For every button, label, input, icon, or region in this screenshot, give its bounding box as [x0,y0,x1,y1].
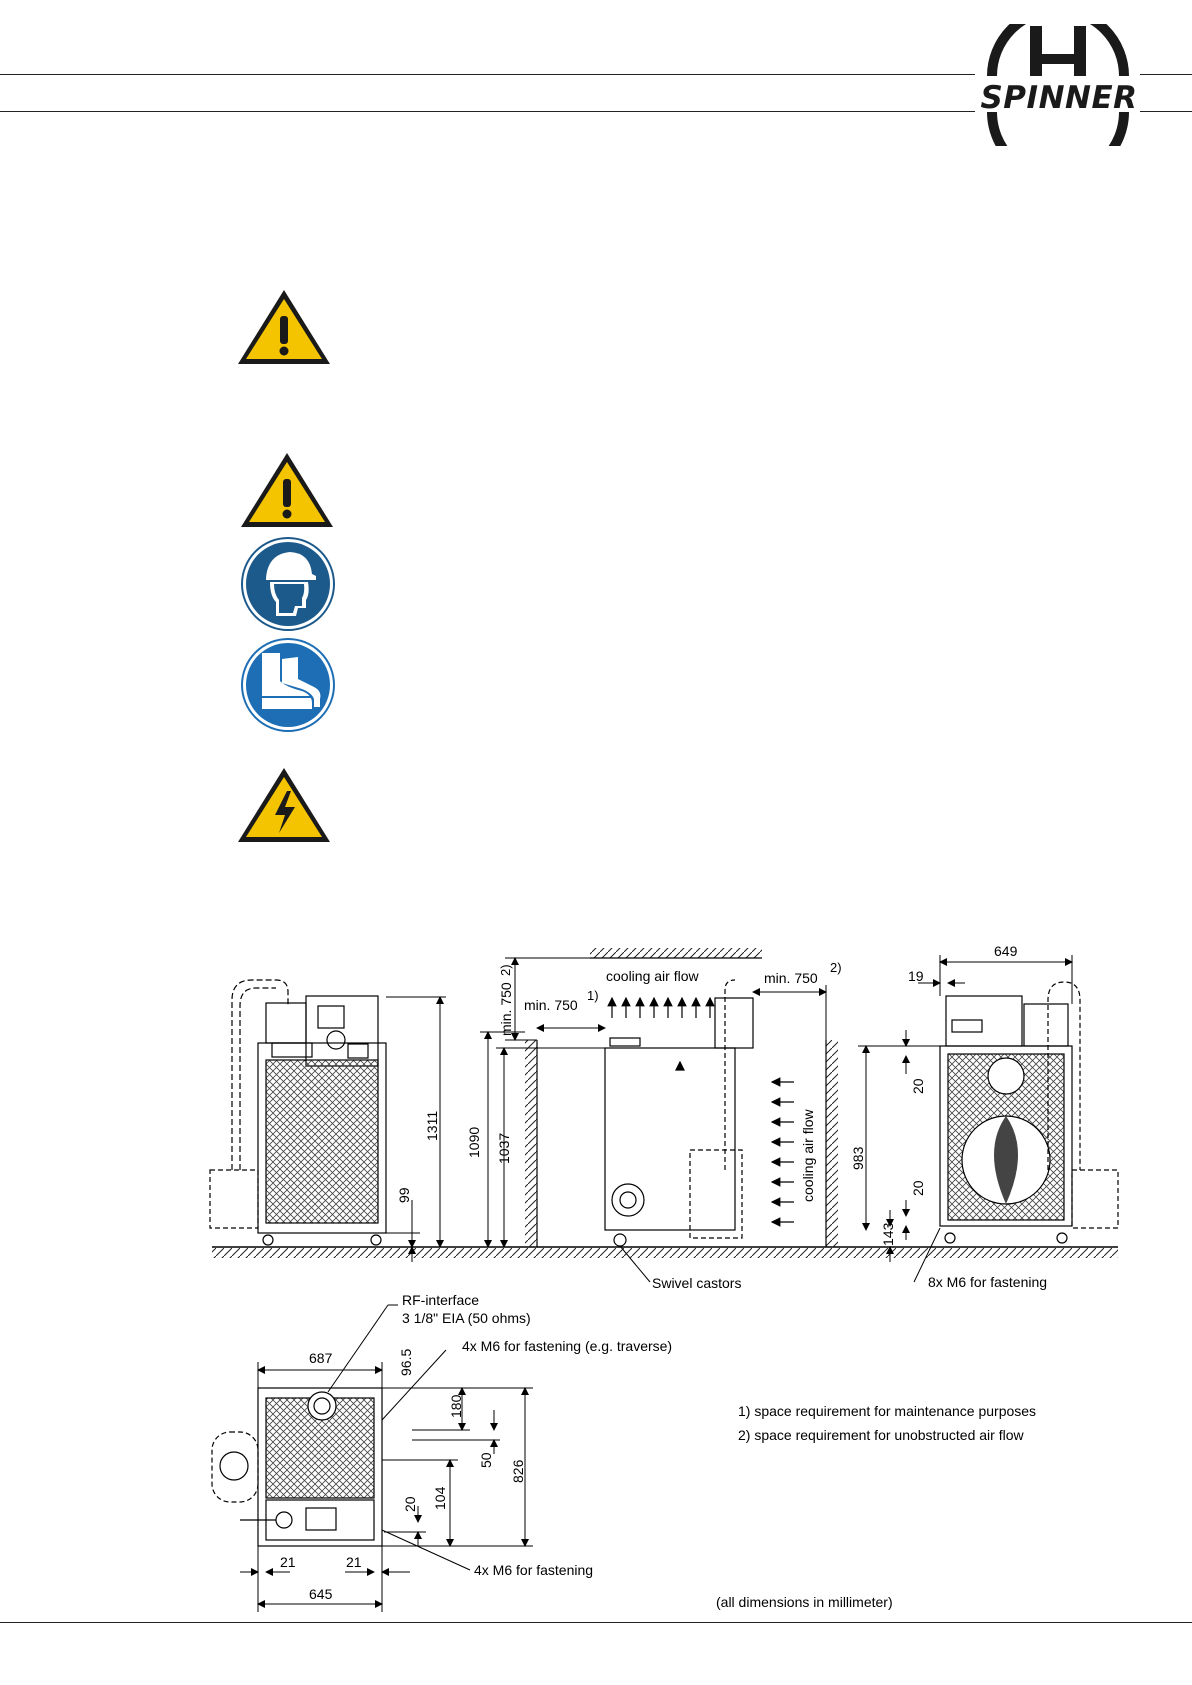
units-note: (all dimensions in millimeter) [716,1594,893,1610]
cooling-air-flow-side-label: cooling air flow [800,1109,816,1202]
dim-50: 50 [478,1452,494,1468]
dim-645: 645 [309,1586,333,1602]
top-view [211,1387,383,1547]
warning-sign-2 [238,450,336,535]
min-750-clearance-top-label: min. 750 [498,982,514,1036]
front-view [209,979,387,1246]
dim-104: 104 [432,1486,448,1510]
spinner-logo: SPINNER [972,5,1170,183]
note-1-marker: 1) [587,988,599,1003]
dim-20-bottom: 20 [402,1496,418,1512]
rf-interface-label: RF-interface [402,1292,480,1308]
swivel-castors-label: Swivel castors [652,1275,742,1291]
dim-19: 19 [908,968,924,984]
footnote-2: 2) space requirement for unobstructed ai… [738,1427,1024,1443]
min-750-clearance-right-label: min. 750 [764,970,818,986]
dim-96-5: 96.5 [398,1348,414,1376]
hard-hat-mandatory-icon [241,537,335,631]
rf-interface-spec-label: 3 1/8" EIA (50 ohms) [402,1310,531,1326]
safety-boots-mandatory-icon [241,638,335,732]
side-view [525,948,838,1247]
hard-hat-sign [240,536,336,637]
fastening-4x-m6-traverse-label: 4x M6 for fastening (e.g. traverse) [462,1338,673,1354]
safety-boots-sign [240,637,336,738]
dim-21-left: 21 [280,1554,296,1570]
rear-view [939,981,1119,1244]
warning-sign-1 [235,287,333,372]
dim-21-right: 21 [346,1554,362,1570]
header-rule-top [0,74,975,75]
dim-649: 649 [994,943,1018,959]
header-rule-bottom [0,111,975,112]
footer-rule [0,1622,1192,1623]
header-rule-bottom-right [1140,111,1192,112]
min-750-clearance-left-label: min. 750 [524,997,578,1013]
dim-180: 180 [448,1394,464,1418]
dim-1037: 1037 [496,1132,512,1164]
dim-1311: 1311 [424,1110,440,1141]
footnote-1: 1) space requirement for maintenance pur… [738,1403,1037,1419]
dim-983: 983 [850,1146,866,1170]
header-rule-top-right [1140,74,1192,75]
dim-20-upper: 20 [910,1078,926,1094]
airflow-up-arrows [607,996,715,1018]
note-2-marker-top: 2) [498,964,513,976]
cooling-air-flow-top-label: cooling air flow [606,968,699,984]
dim-99: 99 [396,1187,412,1203]
dim-1090: 1090 [466,1126,482,1158]
dim-143: 143 [880,1222,896,1246]
dim-687: 687 [309,1350,333,1366]
fastening-8x-m6-label: 8x M6 for fastening [928,1274,1048,1290]
note-2-marker-right: 2) [830,960,842,975]
spinner-logo-text: SPINNER [980,80,1138,116]
ground-line [212,1246,1118,1258]
electric-hazard-sign [235,765,333,850]
dim-20-lower: 20 [910,1180,926,1196]
fastening-4x-m6-label: 4x M6 for fastening [474,1562,594,1578]
airflow-side-arrows [770,1077,794,1227]
warning-triangle-icon [238,290,330,364]
dim-826: 826 [510,1459,526,1483]
electric-hazard-icon [238,768,330,842]
warning-triangle-icon [241,453,333,527]
